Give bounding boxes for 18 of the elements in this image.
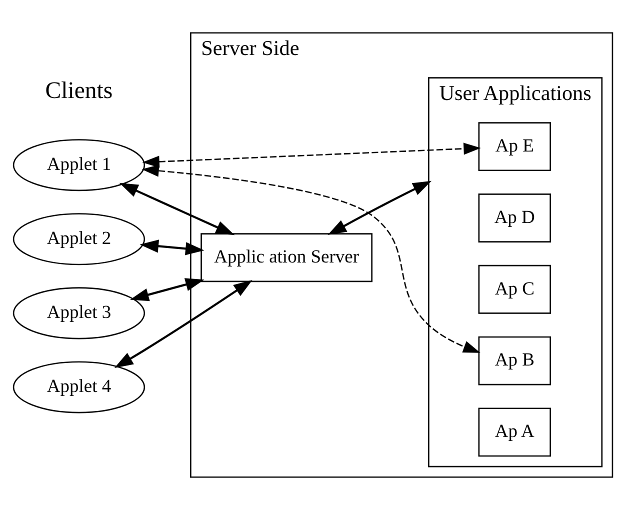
arrow (142, 164, 480, 352)
node-ellipse: Applet 1 (12, 138, 146, 191)
arrow (114, 280, 252, 368)
node-box: Ap E (478, 122, 551, 171)
arrow (142, 142, 481, 168)
arrow (130, 278, 204, 301)
node-box: Ap D (478, 193, 551, 242)
node-box: Ap B (478, 336, 551, 385)
node-box: Ap C (478, 264, 551, 314)
node-ellipse: Applet 2 (12, 212, 146, 265)
node-ellipse: Applet 4 (12, 360, 146, 413)
node-box: Ap A (478, 407, 551, 456)
arrow (328, 180, 432, 235)
arrow (119, 182, 235, 235)
node-box: Applic ation Server (200, 232, 372, 282)
arrow (140, 239, 204, 255)
label: Clients (45, 78, 113, 104)
node-ellipse: Applet 3 (12, 286, 146, 339)
